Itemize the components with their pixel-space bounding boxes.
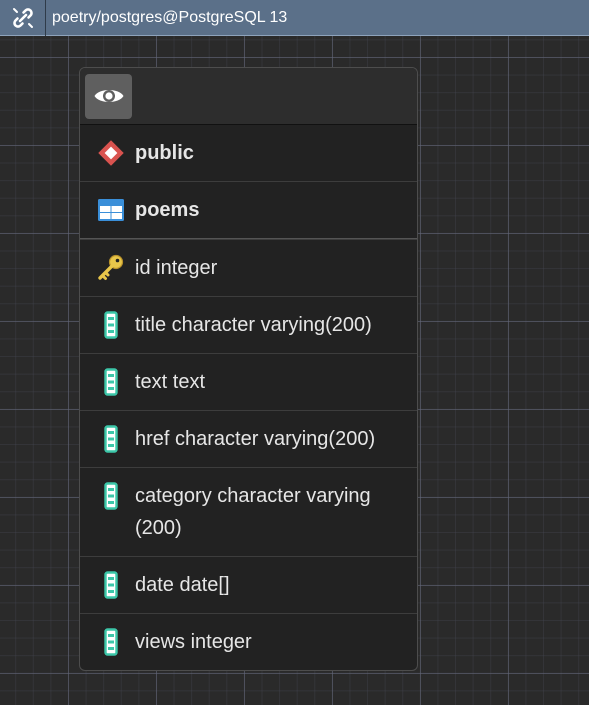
table-icon (96, 194, 126, 226)
connection-title: poetry/postgres@PostgreSQL 13 (52, 8, 288, 26)
column-icon (96, 423, 126, 455)
column-label: text text (135, 371, 206, 393)
column-icon (96, 309, 126, 341)
column-row[interactable]: date date[] (80, 556, 417, 613)
node-toolbar (80, 68, 417, 125)
table-label: poems (135, 199, 200, 221)
table-node[interactable]: public poems id integer (79, 67, 418, 671)
link-connection-icon[interactable] (0, 0, 46, 36)
column-row[interactable]: href character varying(200) (80, 410, 417, 467)
column-label: date date[] (135, 574, 230, 596)
column-row[interactable]: id integer (80, 239, 417, 296)
column-label: views integer (135, 631, 252, 653)
column-label: title character varying(200) (135, 314, 372, 336)
table-row[interactable]: poems (80, 181, 417, 239)
column-label: href character varying(200) (135, 428, 376, 450)
column-icon (96, 480, 126, 512)
column-label: category character varying (200) (135, 485, 371, 539)
column-icon (96, 626, 126, 658)
details-toggle-button[interactable] (85, 73, 132, 119)
column-row[interactable]: views integer (80, 613, 417, 670)
column-icon (96, 366, 126, 398)
column-icon (96, 569, 126, 601)
schema-icon (96, 137, 126, 169)
column-row[interactable]: category character varying (200) (80, 467, 417, 556)
eye-icon (94, 90, 123, 102)
column-row[interactable]: title character varying(200) (80, 296, 417, 353)
primary-key-icon (96, 252, 126, 284)
column-row[interactable]: text text (80, 353, 417, 410)
schema-row[interactable]: public (80, 125, 417, 181)
connection-header: poetry/postgres@PostgreSQL 13 (0, 0, 589, 36)
column-label: id integer (135, 257, 218, 279)
schema-label: public (135, 142, 194, 164)
